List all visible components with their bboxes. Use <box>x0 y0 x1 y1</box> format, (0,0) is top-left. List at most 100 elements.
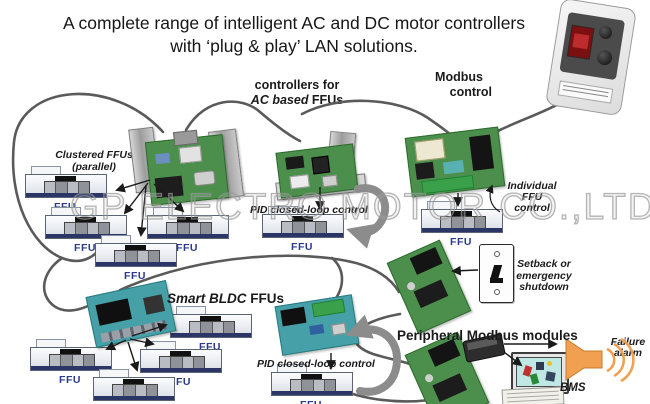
ffu-unit: FFU <box>45 207 127 254</box>
fan-cell <box>50 355 62 366</box>
fan-cell <box>148 251 159 262</box>
fan-cell <box>441 217 453 228</box>
ffu-unit: FFU <box>95 235 177 282</box>
ffu-unit: FFU <box>140 341 222 388</box>
fan-cell <box>137 251 149 262</box>
closed-loop-swoosh-ac-icon <box>346 184 390 249</box>
screw <box>494 251 500 257</box>
fan-blades-icon <box>64 222 110 235</box>
fan-cell <box>76 223 88 234</box>
fan-cell <box>146 385 157 396</box>
label-pid-ac: PID closed-loop control <box>250 204 368 216</box>
fan-cell <box>190 322 202 333</box>
screen-glyph-yellow <box>547 361 552 366</box>
label-peripheral-modbus: Peripheral Modbus modules <box>397 328 578 343</box>
fan-motor-icon <box>451 211 472 216</box>
fan-motor-icon <box>170 351 191 356</box>
ffu-unit: FFU <box>262 206 344 253</box>
ffu-housing <box>421 209 503 233</box>
fan-cell <box>189 223 201 234</box>
ffu-housing <box>30 347 112 371</box>
arrow-ac1-ffu3 <box>136 185 147 237</box>
fan-motor-icon <box>301 374 322 379</box>
ffu-label: FFU <box>271 399 351 404</box>
ffu-unit: FFU <box>147 207 229 254</box>
fan-cell <box>45 182 57 193</box>
fan-cell <box>291 380 303 391</box>
fan-blades-icon <box>159 356 205 369</box>
ffu-housing <box>140 349 222 373</box>
fan-cell <box>324 380 335 391</box>
arrow-bldc-ffu3 <box>105 339 127 351</box>
title-line2: with ‘plug & play’ LAN solutions. <box>170 36 418 56</box>
label-smart-bldc: Smart BLDC FFUs <box>167 291 285 306</box>
arrow-ac1-ffu4 <box>153 183 185 213</box>
fan-cell <box>124 385 136 396</box>
ffu-base-strip <box>141 368 221 372</box>
fan-cell <box>113 385 125 396</box>
cable-ac1-ac2 <box>184 100 302 143</box>
fan-cell <box>72 355 84 366</box>
ffu-label: FFU <box>124 270 146 282</box>
fan-motor-icon <box>292 216 313 221</box>
ffu-unit: FFU <box>421 201 503 248</box>
label-controllers-for: controllers for AC based FFUs <box>250 78 344 107</box>
label-individual-ffu-control: Individual FFU control <box>507 180 557 214</box>
fan-motor-icon <box>55 176 76 181</box>
fan-motor-icon <box>125 245 146 250</box>
fan-cell <box>160 357 172 368</box>
title-line1: A complete range of intelligent AC and D… <box>62 13 526 33</box>
fan-motor-icon <box>75 217 96 222</box>
fan-cell <box>201 322 213 333</box>
fan-cell <box>67 182 79 193</box>
fan-blades-icon <box>290 379 336 392</box>
fan-motor-icon <box>177 217 198 222</box>
label-modbus-control: Modbus control <box>435 70 492 99</box>
fan-cell <box>223 322 234 333</box>
fan-cell <box>61 355 73 366</box>
fan-cell <box>115 251 127 262</box>
ffu-base-strip <box>171 333 251 337</box>
label-setback-shutdown: Setback or emergency shutdown <box>516 258 572 293</box>
label-pid-dc: PID closed-loop control <box>257 358 375 370</box>
ffu-label: FFU <box>74 242 96 254</box>
fan-motor-icon <box>200 316 221 321</box>
arrow-ac1-ffu1 <box>115 179 151 193</box>
ffu-label: FFU <box>59 374 81 386</box>
fan-cell <box>98 223 109 234</box>
fan-cell <box>474 217 485 228</box>
fan-motor-icon <box>123 379 144 384</box>
ffu-unit: FFU <box>30 339 112 386</box>
fan-blades-icon <box>49 354 95 367</box>
ffu-base-strip <box>272 391 352 395</box>
fan-cell <box>212 322 224 333</box>
ffu-base-strip <box>263 233 343 237</box>
ffu-base-strip <box>422 228 502 232</box>
closed-loop-swoosh-dc-icon <box>345 314 401 396</box>
fan-cell <box>167 223 179 234</box>
arrow-bldc-ffu1 <box>131 322 168 337</box>
failure-alarm-speaker-icon <box>565 337 635 383</box>
fan-cell <box>200 223 211 234</box>
ffu-label: FFU <box>450 236 472 248</box>
emergency-shutdown-switch-icon <box>479 244 514 303</box>
arrow-module-bms <box>503 351 523 367</box>
switch-toggle-base <box>490 278 503 283</box>
ffu-housing <box>95 243 177 267</box>
cable-to-modbus-board <box>300 99 454 138</box>
label-failure-alarm: Failure alarm <box>610 336 646 359</box>
arrow-switch-board <box>451 265 479 276</box>
label-bms: BMS <box>560 382 586 394</box>
arrow-bldc-ffu4 <box>127 341 140 372</box>
fan-cell <box>282 222 294 233</box>
fan-cell <box>65 223 77 234</box>
ffu-base-strip <box>148 234 228 238</box>
ffu-base-strip <box>26 193 106 197</box>
fan-cell <box>304 222 316 233</box>
fan-cell <box>182 357 194 368</box>
screen-glyph-dark <box>536 362 544 370</box>
fan-cell <box>313 380 325 391</box>
ffu-housing <box>93 377 175 401</box>
label-clustered-ffus: Clustered FFUs (parallel) <box>55 149 133 173</box>
